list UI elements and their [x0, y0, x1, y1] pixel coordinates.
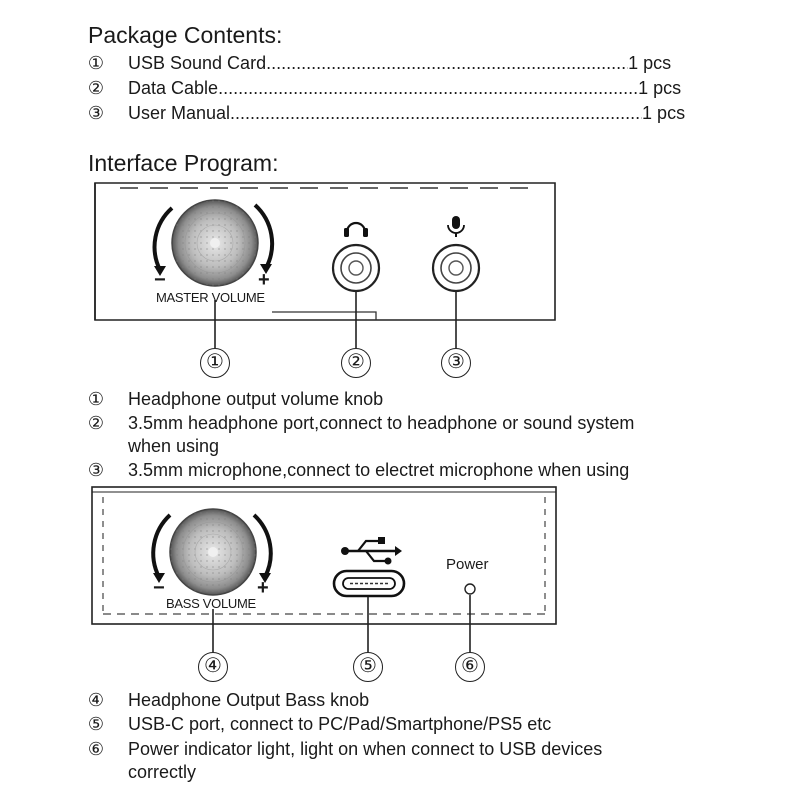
item-name: User Manual [128, 103, 231, 123]
item-number: ② [87, 78, 105, 98]
power-led [464, 583, 476, 595]
master-volume-knob[interactable] [171, 199, 259, 287]
plus-sign: + [257, 577, 269, 599]
list-item: Data Cable..............................… [128, 78, 682, 98]
bass-volume-knob[interactable] [169, 508, 257, 596]
item-number: ③ [87, 460, 105, 480]
usb-c-port[interactable] [332, 569, 406, 598]
item-number: ③ [87, 103, 105, 123]
list-item: USB Sound Card..........................… [128, 53, 672, 73]
item-number: ① [87, 53, 105, 73]
master-volume-label: MASTER VOLUME [156, 290, 265, 305]
bass-arc-right [252, 513, 273, 578]
description-text: 3.5mm microphone,connect to electret mic… [128, 460, 630, 480]
callout-2: ② [341, 348, 371, 378]
item-number: ④ [87, 690, 105, 710]
headphone-icon [344, 221, 368, 237]
volume-arc-left [152, 206, 174, 271]
headphone-jack[interactable] [331, 243, 381, 293]
front-panel-2 [91, 486, 557, 652]
callout-3: ③ [441, 348, 471, 378]
description-text-continued: when using [128, 436, 220, 456]
usb-icon [341, 537, 402, 565]
microphone-icon [447, 216, 465, 237]
interface-heading: Interface Program: [88, 150, 279, 176]
volume-arc-right [253, 203, 275, 269]
callout-6: ⑥ [455, 652, 485, 682]
minus-sign: − [154, 269, 166, 291]
item-name: USB Sound Card [128, 53, 267, 73]
callout-5: ⑤ [353, 652, 383, 682]
package-heading: Package Contents: [88, 22, 283, 48]
callout-4: ④ [198, 652, 228, 682]
item-name: Data Cable [128, 78, 219, 98]
description-text: USB-C port, connect to PC/Pad/Smartphone… [128, 714, 552, 734]
bass-arc-left [151, 513, 172, 578]
description-text: Power indicator light, light on when con… [128, 739, 603, 759]
item-qty: 1 pcs [628, 53, 672, 73]
description-text: Headphone output volume knob [128, 389, 384, 409]
callout-1: ① [200, 348, 230, 378]
item-qty: 1 pcs [642, 103, 686, 123]
item-number: ⑥ [87, 739, 105, 759]
microphone-jack[interactable] [431, 243, 481, 293]
description-text: Headphone Output Bass knob [128, 690, 370, 710]
bass-volume-label: BASS VOLUME [166, 596, 256, 611]
item-number: ② [87, 413, 105, 433]
plus-sign: + [258, 269, 270, 291]
description-text-continued: correctly [128, 762, 197, 782]
description-text: 3.5mm headphone port,connect to headphon… [128, 413, 635, 433]
item-number: ⑤ [87, 714, 105, 734]
minus-sign: − [153, 577, 165, 599]
front-panel-1 [94, 182, 556, 348]
list-item: User Manual.............................… [128, 103, 686, 123]
power-label: Power [446, 556, 489, 573]
item-qty: 1 pcs [638, 78, 682, 98]
item-number: ① [87, 389, 105, 409]
